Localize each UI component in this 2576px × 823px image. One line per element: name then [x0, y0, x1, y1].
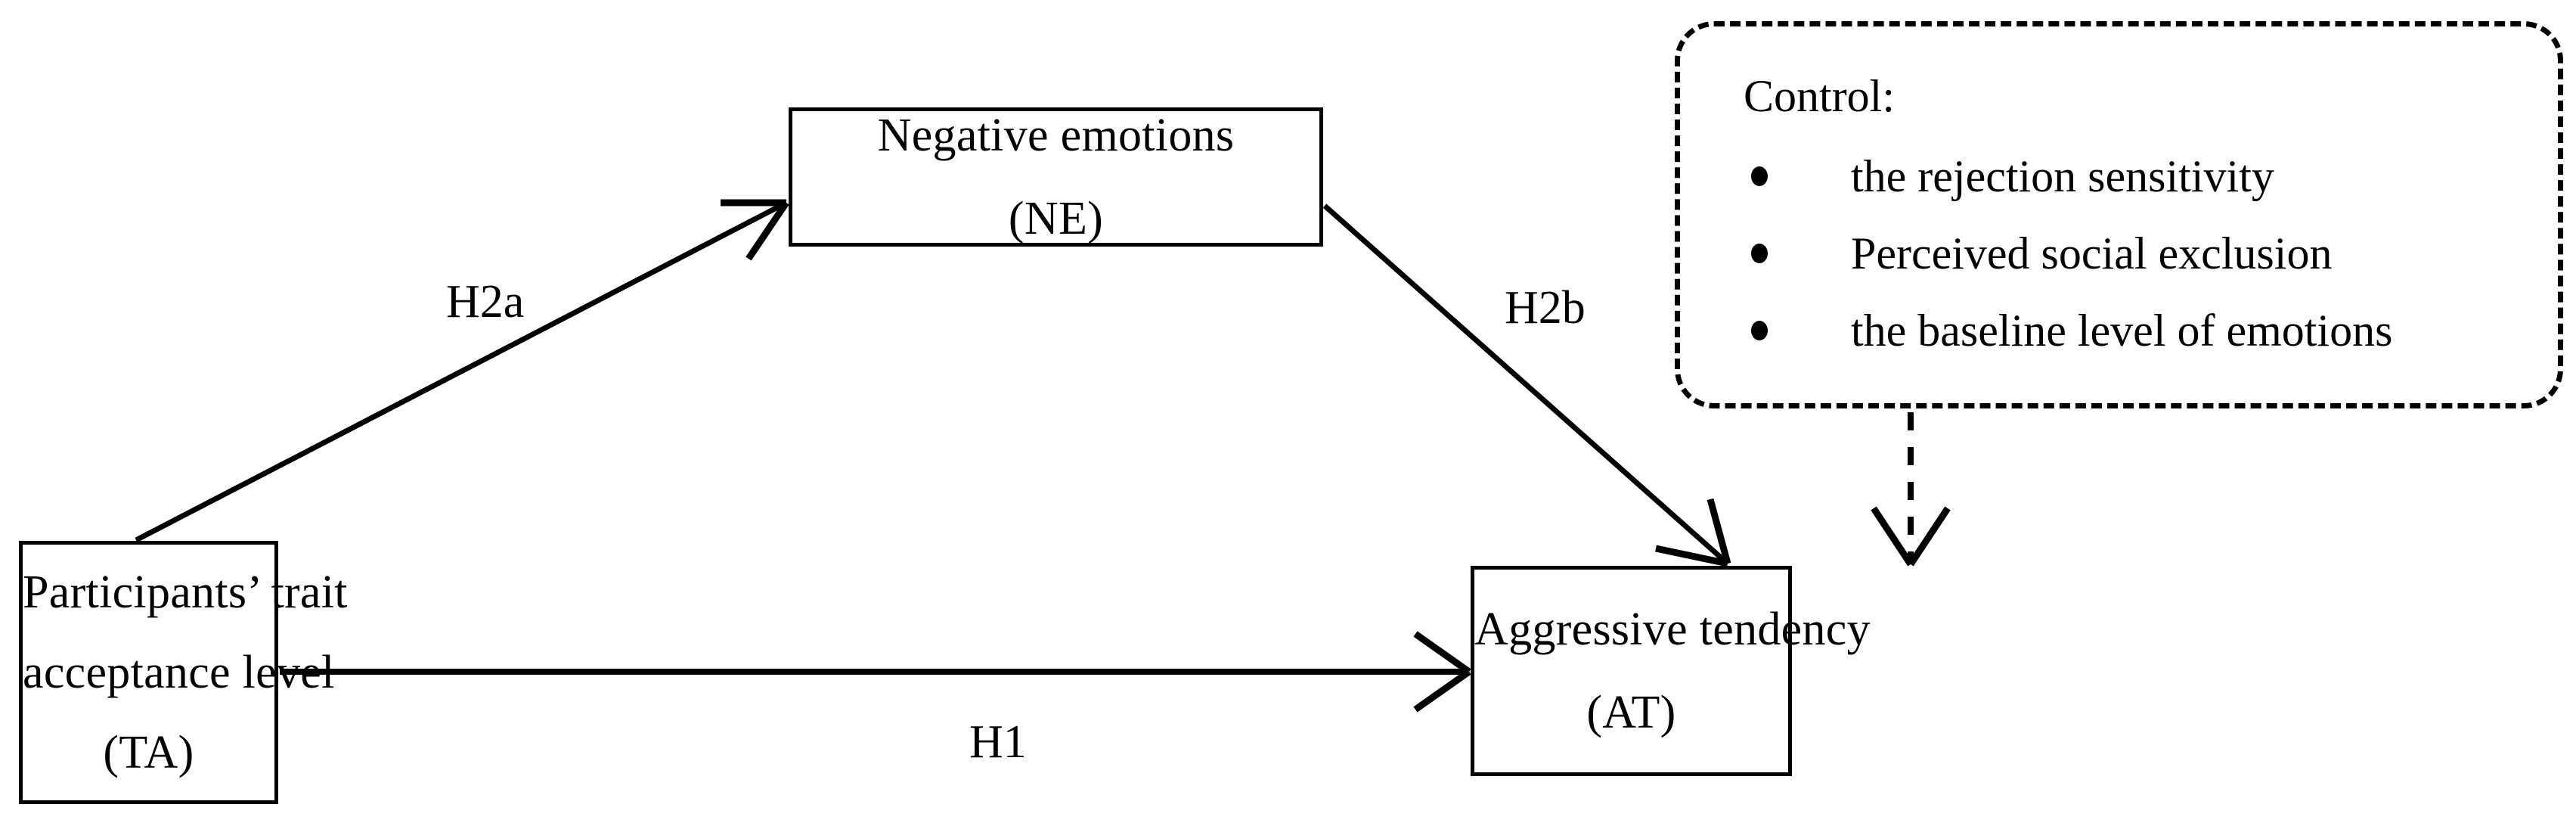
node-aggressive-tendency[interactable]: Aggressive tendency (AT) [1471, 566, 1871, 776]
node-ta-label-line2: acceptance level [23, 647, 335, 698]
edge-h2a [135, 199, 789, 543]
control-item-text: the baseline level of emotions [1851, 306, 2393, 356]
arrowhead-h2a-barb-lower [746, 200, 789, 261]
control-variable-list: the rejection sensitivity Perceived soci… [1739, 154, 2558, 353]
edge-h2b [1322, 203, 1731, 567]
bullet-icon [1751, 321, 1768, 340]
edge-label-h1: H1 [969, 716, 1027, 768]
edge-label-h2b: H2b [1505, 282, 1586, 334]
control-item-text: Perceived social exclusion [1851, 228, 2333, 278]
node-ne-label-line1: Negative emotions [877, 110, 1235, 161]
edge-label-h2a: H2a [446, 276, 525, 328]
node-at-label-line2: (AT) [1586, 687, 1676, 738]
control-list-item: the baseline level of emotions [1739, 308, 2558, 353]
arrowhead-control-barb-right [1908, 506, 1951, 567]
control-list-item: Perceived social exclusion [1739, 231, 2558, 276]
node-ne-label-line2: (NE) [1008, 193, 1104, 244]
bullet-icon [1751, 166, 1768, 186]
node-at-label-line1: Aggressive tendency [1474, 604, 1871, 655]
arrowhead-h1-barb-lower [1413, 669, 1471, 713]
node-ta-label-line3: (TA) [103, 727, 194, 778]
node-participants-trait-acceptance-level[interactable]: Participants’ trait acceptance level (TA… [19, 541, 348, 804]
arrowhead-h1-barb-upper [1413, 631, 1471, 675]
bullet-icon [1751, 244, 1768, 263]
arrowhead-h2b-barb-upper [1706, 498, 1731, 565]
control-list-item: the rejection sensitivity [1739, 154, 2558, 199]
control-panel-title: Control: [1744, 71, 1896, 121]
control-variables-panel[interactable]: Control: the rejection sensitivity Perce… [1675, 21, 2563, 408]
arrowhead-h2b-barb-lower [1655, 545, 1728, 567]
edge-control-to-at [1871, 412, 1951, 567]
control-item-text: the rejection sensitivity [1851, 151, 2274, 201]
edge-h1 [280, 631, 1471, 713]
node-ta-label-line1: Participants’ trait [23, 567, 348, 618]
node-negative-emotions[interactable]: Negative emotions (NE) [789, 107, 1323, 247]
arrowhead-control-barb-left [1871, 506, 1914, 567]
